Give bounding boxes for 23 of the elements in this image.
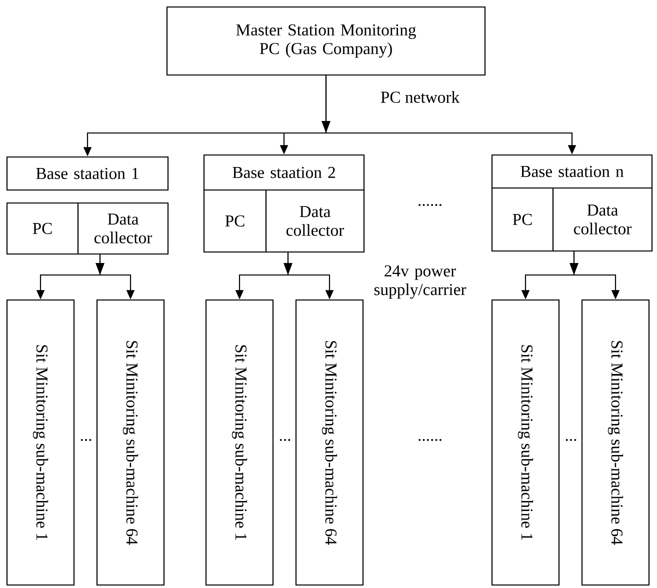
station-box: Master Station Monitoring PC (Gas Company) <box>166 6 486 76</box>
label: ...... <box>418 204 442 206</box>
collector-box: Data collector <box>265 189 365 253</box>
sub-machine-box: Sit Minitoring sub-machine 64 <box>581 299 650 586</box>
pc-box: PC <box>491 187 554 252</box>
pc-box: PC <box>203 189 267 253</box>
label: ...... <box>418 439 442 441</box>
sub-machine-box: Sit Minitoring sub-machine 1 <box>205 299 274 586</box>
station-box: Base staation 2 <box>203 154 365 191</box>
label: PC network <box>380 91 460 103</box>
sub-machine-box: Sit Minitoring sub-machine 64 <box>295 299 364 586</box>
sub-machine-box: Sit Minitoring sub-machine 64 <box>96 299 165 586</box>
label: ... <box>280 439 290 441</box>
collector-box: Data collector <box>77 202 169 255</box>
label: ... <box>80 439 92 441</box>
station-box: Base staation 1 <box>6 156 169 191</box>
sub-machine-box: Sit Minitoring sub-machine 1 <box>6 299 75 586</box>
station-box: Base staation n <box>491 154 653 189</box>
pc-box: PC <box>6 202 79 255</box>
collector-box: Data collector <box>552 187 653 252</box>
label: ... <box>566 439 576 441</box>
label: 24v power supply/carrier <box>374 265 466 299</box>
sub-machine-box: Sit Minitoring sub-machine 1 <box>491 299 560 586</box>
